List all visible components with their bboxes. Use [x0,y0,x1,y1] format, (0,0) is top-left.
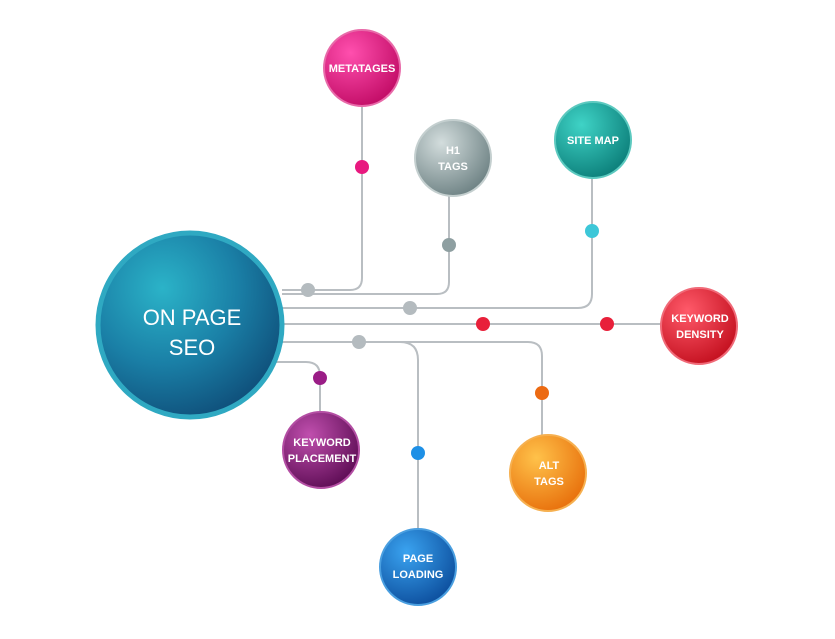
connector-site-map [282,178,593,309]
connector-dot [301,283,315,297]
node-metatags: METATAGES [323,29,401,107]
node-site-map-label: SITE MAP [567,135,619,147]
node-h1-tags: H1 TAGS [414,119,492,197]
center-node: ON PAGE SEO [95,230,285,420]
node-h1-tags-label-line1: H1 [446,145,460,157]
connector-dot [352,335,366,349]
connector-keyword-placement [270,361,321,412]
node-h1-tags-label-line2: TAGS [438,161,468,173]
connector-alt-tags [282,341,543,438]
connector-dot [355,160,369,174]
connector-dot [600,317,614,331]
node-page-loading-label-line2: LOADING [393,569,444,581]
node-keyword-placement: KEYWORD PLACEMENT [282,411,360,489]
connector-dot [403,301,417,315]
connector-dot [411,446,425,460]
node-keyword-density-label-line1: KEYWORD [671,313,729,325]
connector-dot [442,238,456,252]
node-page-loading-label-line1: PAGE [403,553,433,565]
node-alt-tags: ALT TAGS [509,434,587,512]
node-alt-tags-label-line1: ALT [539,460,560,472]
connector-page-loading [282,341,419,530]
node-keyword-density: KEYWORD DENSITY [660,287,738,365]
connector-h1-tags [282,196,450,295]
connector-dot [476,317,490,331]
node-site-map: SITE MAP [554,101,632,179]
center-label-line2: SEO [169,335,215,360]
node-metatags-label: METATAGES [329,63,396,75]
node-keyword-placement-label-line1: KEYWORD [293,437,351,449]
center-label-line1: ON PAGE [143,305,242,330]
node-page-loading: PAGE LOADING [379,528,457,606]
connector-metatags [282,106,363,291]
connector-dot [535,386,549,400]
node-keyword-placement-label-line2: PLACEMENT [288,453,357,465]
node-alt-tags-label-line2: TAGS [534,476,564,488]
connector-dot [313,371,327,385]
connector-dot [585,224,599,238]
node-keyword-density-label-line2: DENSITY [676,329,724,341]
